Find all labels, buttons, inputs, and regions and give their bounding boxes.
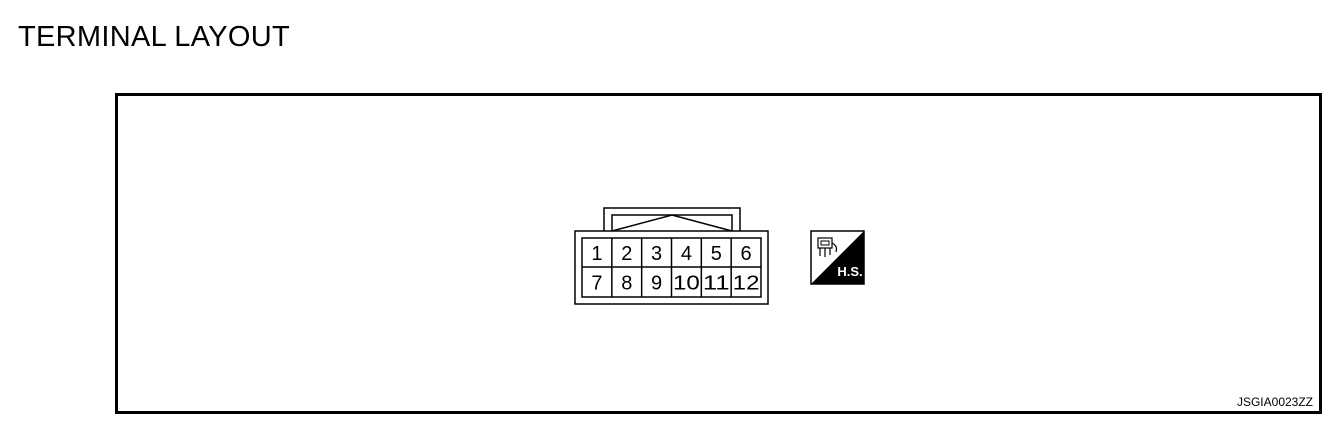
connector-lock-tab-inner	[611, 214, 733, 231]
pin-4-label: 4	[681, 243, 692, 265]
pin-3-label: 3	[651, 243, 662, 265]
pin-12-label: 12	[733, 272, 760, 294]
pin-1-label: 1	[591, 243, 602, 265]
pin-7-label: 7	[591, 272, 602, 294]
pin-10-label: 10	[673, 272, 700, 294]
connector-harness-side-icon	[817, 237, 838, 257]
harness-side-symbol: H.S.	[810, 230, 865, 285]
pin-2-label: 2	[621, 243, 632, 265]
pin-5-label: 5	[711, 243, 722, 265]
pin-11-label: 11	[703, 272, 730, 294]
pin-8-label: 8	[621, 272, 632, 294]
connector-lock-tab-outer	[603, 207, 741, 231]
pin-6-label: 6	[741, 243, 752, 265]
figure-code: JSGIA0023ZZ	[1236, 395, 1313, 409]
page-title: TERMINAL LAYOUT	[18, 21, 290, 53]
hs-symbol-label: H.S.	[837, 264, 862, 279]
pin-9-label: 9	[651, 272, 662, 294]
hs-symbol-black-triangle	[811, 231, 864, 284]
connector-pin-dividers	[611, 238, 732, 297]
connector-lock-chevron	[611, 214, 733, 232]
diagram-frame: JSGIA0023ZZ	[115, 93, 1322, 414]
